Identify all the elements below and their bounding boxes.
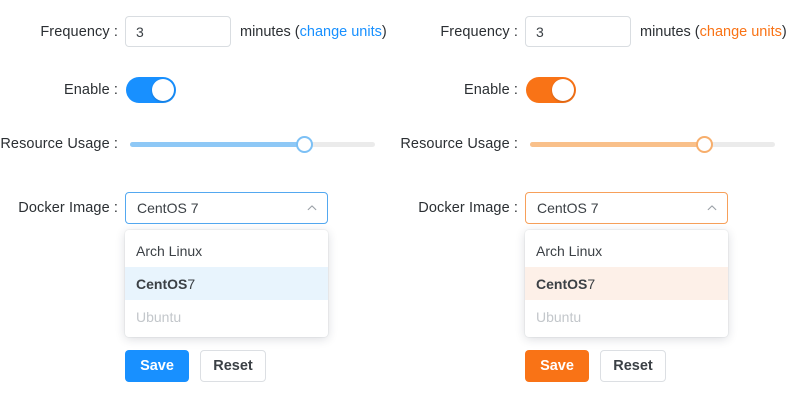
enable-row: Enable : xyxy=(400,77,576,103)
save-button[interactable]: Save xyxy=(125,350,189,382)
enable-label: Enable : xyxy=(63,82,118,98)
chevron-up-icon[interactable] xyxy=(706,202,718,214)
frequency-units: minutes (change units) xyxy=(640,24,787,40)
chevron-up-icon[interactable] xyxy=(306,202,318,214)
resource-usage-label: Resource Usage : xyxy=(400,136,518,152)
settings-panel-orange: Frequency : minutes (change units) Enabl… xyxy=(400,0,800,408)
docker-image-label: Docker Image : xyxy=(18,200,118,216)
option-label: Ubuntu xyxy=(536,308,582,325)
resource-usage-row: Resource Usage : xyxy=(400,134,775,154)
option-label: CentOS xyxy=(536,275,588,292)
frequency-units: minutes (change units) xyxy=(240,24,387,40)
resource-usage-row: Resource Usage : xyxy=(0,134,375,154)
resource-usage-slider[interactable] xyxy=(130,134,375,154)
slider-thumb[interactable] xyxy=(695,136,713,153)
docker-image-select-wrap: CentOS 7 Arch Linux CentOS 7 xyxy=(525,192,728,337)
option-label: CentOS xyxy=(136,275,188,292)
form-actions: Save Reset xyxy=(125,350,266,382)
frequency-label: Frequency : xyxy=(40,23,118,40)
option-label-suffix: 7 xyxy=(587,275,596,292)
option-label: Arch Linux xyxy=(536,242,603,259)
enable-row: Enable : xyxy=(0,77,176,103)
resource-usage-label: Resource Usage : xyxy=(0,136,118,152)
resource-usage-slider[interactable] xyxy=(530,134,775,154)
toggle-knob xyxy=(152,79,174,101)
frequency-units-prefix: minutes ( xyxy=(640,23,700,40)
docker-image-dropdown: Arch Linux CentOS 7 Ubuntu xyxy=(525,230,728,337)
reset-button[interactable]: Reset xyxy=(200,350,266,382)
docker-image-select[interactable]: CentOS 7 xyxy=(525,192,728,224)
dropdown-option-centos-7[interactable]: CentOS 7 xyxy=(525,267,728,300)
docker-image-row: Docker Image : CentOS 7 Arch Linux C xyxy=(0,192,328,337)
dropdown-option-centos-7[interactable]: CentOS 7 xyxy=(125,267,328,300)
enable-toggle[interactable] xyxy=(126,77,176,103)
docker-image-dropdown: Arch Linux CentOS 7 Ubuntu xyxy=(125,230,328,337)
toggle-knob xyxy=(552,79,574,101)
frequency-units-suffix: ) xyxy=(781,23,787,40)
frequency-units-prefix: minutes ( xyxy=(240,23,300,40)
option-label: Ubuntu xyxy=(136,308,182,325)
slider-thumb[interactable] xyxy=(295,136,313,153)
change-units-link[interactable]: change units xyxy=(299,23,382,40)
option-label-suffix: 7 xyxy=(187,275,196,292)
docker-image-selected-value: CentOS 7 xyxy=(137,200,199,216)
docker-image-row: Docker Image : CentOS 7 Arch Linux C xyxy=(400,192,728,337)
frequency-units-suffix: ) xyxy=(381,23,387,40)
frequency-input[interactable] xyxy=(525,16,631,47)
dropdown-option-arch-linux[interactable]: Arch Linux xyxy=(125,234,328,267)
dropdown-option-ubuntu: Ubuntu xyxy=(125,300,328,333)
dropdown-option-arch-linux[interactable]: Arch Linux xyxy=(525,234,728,267)
docker-image-select[interactable]: CentOS 7 xyxy=(125,192,328,224)
option-label: Arch Linux xyxy=(136,242,203,259)
change-units-link[interactable]: change units xyxy=(699,23,782,40)
frequency-row: Frequency : minutes (change units) xyxy=(400,16,787,47)
docker-image-selected-value: CentOS 7 xyxy=(537,200,599,216)
frequency-row: Frequency : minutes (change units) xyxy=(0,16,387,47)
frequency-input[interactable] xyxy=(125,16,231,47)
slider-fill xyxy=(530,142,704,147)
slider-fill xyxy=(130,142,304,147)
docker-image-select-wrap: CentOS 7 Arch Linux CentOS 7 xyxy=(125,192,328,337)
reset-button[interactable]: Reset xyxy=(600,350,666,382)
form-actions: Save Reset xyxy=(525,350,666,382)
enable-label: Enable : xyxy=(463,82,518,98)
dropdown-option-ubuntu: Ubuntu xyxy=(525,300,728,333)
settings-panel-blue: Frequency : minutes (change units) Enabl… xyxy=(0,16,387,382)
frequency-label: Frequency : xyxy=(440,23,518,40)
docker-image-label: Docker Image : xyxy=(418,200,518,216)
enable-toggle[interactable] xyxy=(526,77,576,103)
save-button[interactable]: Save xyxy=(525,350,589,382)
